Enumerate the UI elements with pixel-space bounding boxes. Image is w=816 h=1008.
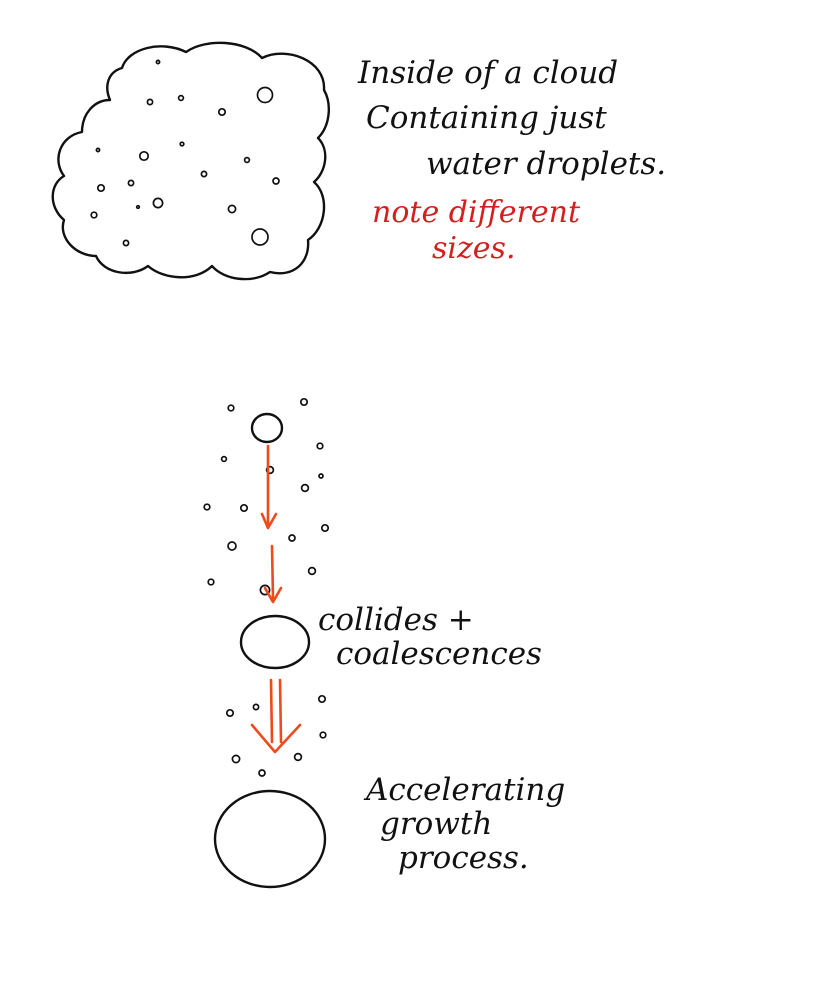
droplet	[307, 566, 317, 576]
droplet	[96, 183, 106, 193]
size-note: note different sizes.	[372, 195, 581, 266]
droplet	[127, 179, 135, 187]
droplet	[203, 503, 211, 511]
droplet	[258, 769, 266, 777]
large-drop	[213, 789, 327, 889]
cloud-label-line-1: Inside of a cloud	[357, 55, 618, 91]
lower-droplets	[225, 694, 327, 777]
droplet	[265, 465, 275, 475]
falling-zone-droplets	[203, 397, 330, 596]
note-label-line-1: note different	[372, 195, 581, 230]
droplet	[320, 523, 330, 533]
cloud-label-line-3: water droplets.	[426, 146, 666, 182]
droplet	[299, 397, 309, 407]
droplet	[122, 239, 130, 247]
droplet	[155, 59, 161, 65]
cloud-droplets	[90, 59, 280, 247]
growth-label-line-1: Accelerating	[363, 772, 565, 808]
collides-label-line-2: coalescences	[336, 636, 542, 672]
droplet	[225, 708, 235, 718]
growth-label-line-3: process.	[398, 840, 529, 876]
droplet	[300, 483, 310, 493]
droplet	[259, 584, 271, 596]
droplet	[200, 170, 208, 178]
droplet	[135, 204, 141, 210]
droplet	[319, 731, 327, 739]
droplet	[256, 86, 274, 104]
note-label-line-2: sizes.	[432, 231, 515, 266]
droplet	[272, 177, 280, 185]
cloud-outline	[51, 41, 330, 281]
droplet	[318, 473, 324, 479]
droplet	[231, 754, 241, 764]
droplet	[288, 534, 296, 542]
cloud-description: Inside of a cloud Containing just water …	[357, 55, 666, 182]
droplet	[239, 503, 249, 513]
droplet	[243, 156, 251, 164]
droplet	[146, 98, 154, 106]
droplet	[220, 455, 228, 463]
droplet	[251, 228, 269, 246]
droplet	[227, 404, 235, 412]
fall-arrow-double	[250, 678, 302, 754]
droplet	[227, 204, 237, 214]
droplet	[207, 578, 215, 586]
droplet	[179, 141, 185, 147]
droplet	[293, 752, 303, 762]
falling-drop	[250, 412, 284, 444]
cloud-label-line-2: Containing just	[366, 100, 607, 136]
droplet	[227, 541, 237, 551]
droplet	[252, 703, 260, 711]
growth-label-line-2: growth	[380, 806, 492, 842]
droplet	[316, 442, 324, 450]
collides-label-line-1: collides +	[318, 602, 474, 638]
droplet	[317, 694, 327, 704]
droplet	[95, 147, 101, 153]
fall-arrow-2	[263, 544, 283, 604]
fall-arrow-1	[260, 444, 278, 530]
droplet	[177, 94, 185, 102]
coalesced-drop	[239, 614, 311, 670]
droplet	[152, 197, 164, 209]
droplet	[90, 211, 98, 219]
droplet	[217, 107, 227, 117]
droplet	[138, 150, 150, 162]
